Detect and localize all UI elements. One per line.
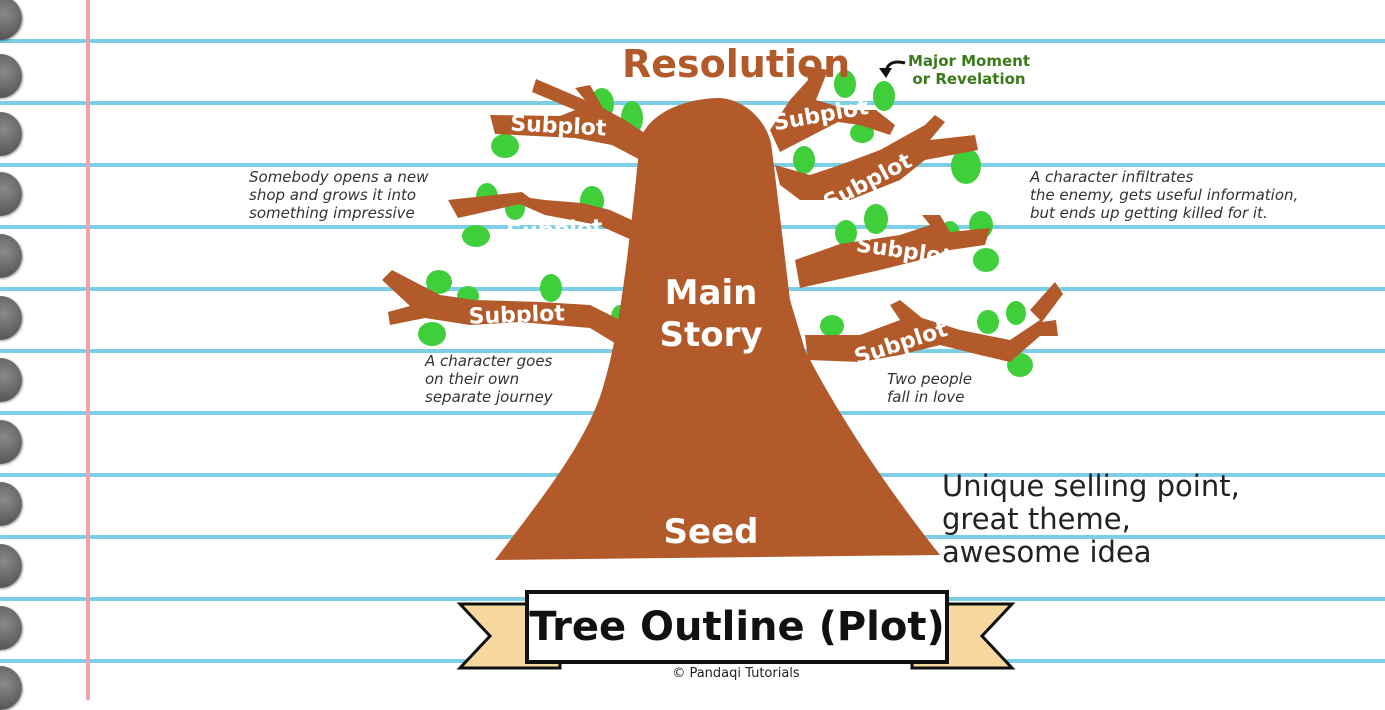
subplot-label-lower-left: Subplot	[468, 301, 565, 329]
leaf	[973, 248, 999, 272]
main-trunk	[495, 98, 940, 560]
leaf	[426, 270, 452, 294]
branch-upper-right	[770, 66, 895, 152]
binding-ring	[0, 296, 22, 340]
seed-description: Unique selling point, great theme, aweso…	[942, 469, 1240, 569]
branch-mid-right-upper	[775, 115, 978, 200]
note-journey: A character goes on their own separate j…	[425, 352, 553, 406]
branch-upper-left	[490, 79, 655, 165]
binding-ring	[0, 544, 22, 588]
seed-label: Seed	[664, 512, 759, 552]
resolution-label: Resolution	[622, 42, 851, 86]
leaf	[951, 148, 981, 184]
banner-title: Tree Outline (Plot)	[529, 604, 945, 650]
subplot-label-mid-left: Subplot	[506, 215, 604, 245]
leaf	[864, 204, 888, 234]
leaf	[462, 225, 490, 247]
binding-ring	[0, 482, 22, 526]
main-story-label-line1: Main	[665, 273, 758, 313]
leaf	[850, 123, 874, 143]
binding-ring	[0, 112, 22, 156]
major-moment-note: Major Moment or Revelation	[908, 52, 1030, 88]
arrow-head-icon	[879, 68, 892, 78]
branch-mid-left	[448, 192, 636, 240]
branch-lower-left	[382, 270, 630, 345]
tree-trunk-and-branches	[382, 66, 1063, 560]
binding-ring	[0, 234, 22, 278]
main-story-label-line2: Story	[659, 315, 762, 355]
title-banner	[456, 590, 1016, 670]
leaf	[834, 70, 856, 98]
leaf	[540, 274, 562, 302]
leaf	[1006, 301, 1026, 325]
binding-ring	[0, 606, 22, 650]
binding-ring	[0, 54, 22, 98]
branch-mid-right-lower	[795, 215, 990, 288]
leaf	[835, 220, 857, 246]
leaf	[1007, 353, 1033, 377]
binding-ring	[0, 172, 22, 216]
leaf	[491, 134, 519, 158]
binding-ring	[0, 420, 22, 464]
branch-lower-right	[805, 282, 1063, 362]
credit-text: © Pandaqi Tutorials	[672, 666, 800, 681]
note-shop: Somebody opens a new shop and grows it i…	[249, 168, 429, 222]
margin-line	[86, 0, 90, 700]
subplot-label-upper-left: Subplot	[510, 112, 608, 142]
binding-ring	[0, 0, 22, 40]
leaf	[793, 146, 815, 174]
banner-panel	[525, 590, 949, 664]
binding-ring	[0, 358, 22, 402]
leaf	[873, 81, 895, 111]
leaf	[820, 315, 844, 337]
leaf	[418, 322, 446, 346]
leaf	[977, 310, 999, 334]
note-infiltrate: A character infiltrates the enemy, gets …	[1030, 168, 1299, 222]
note-love: Two people fall in love	[887, 370, 972, 406]
binding-ring	[0, 666, 22, 710]
